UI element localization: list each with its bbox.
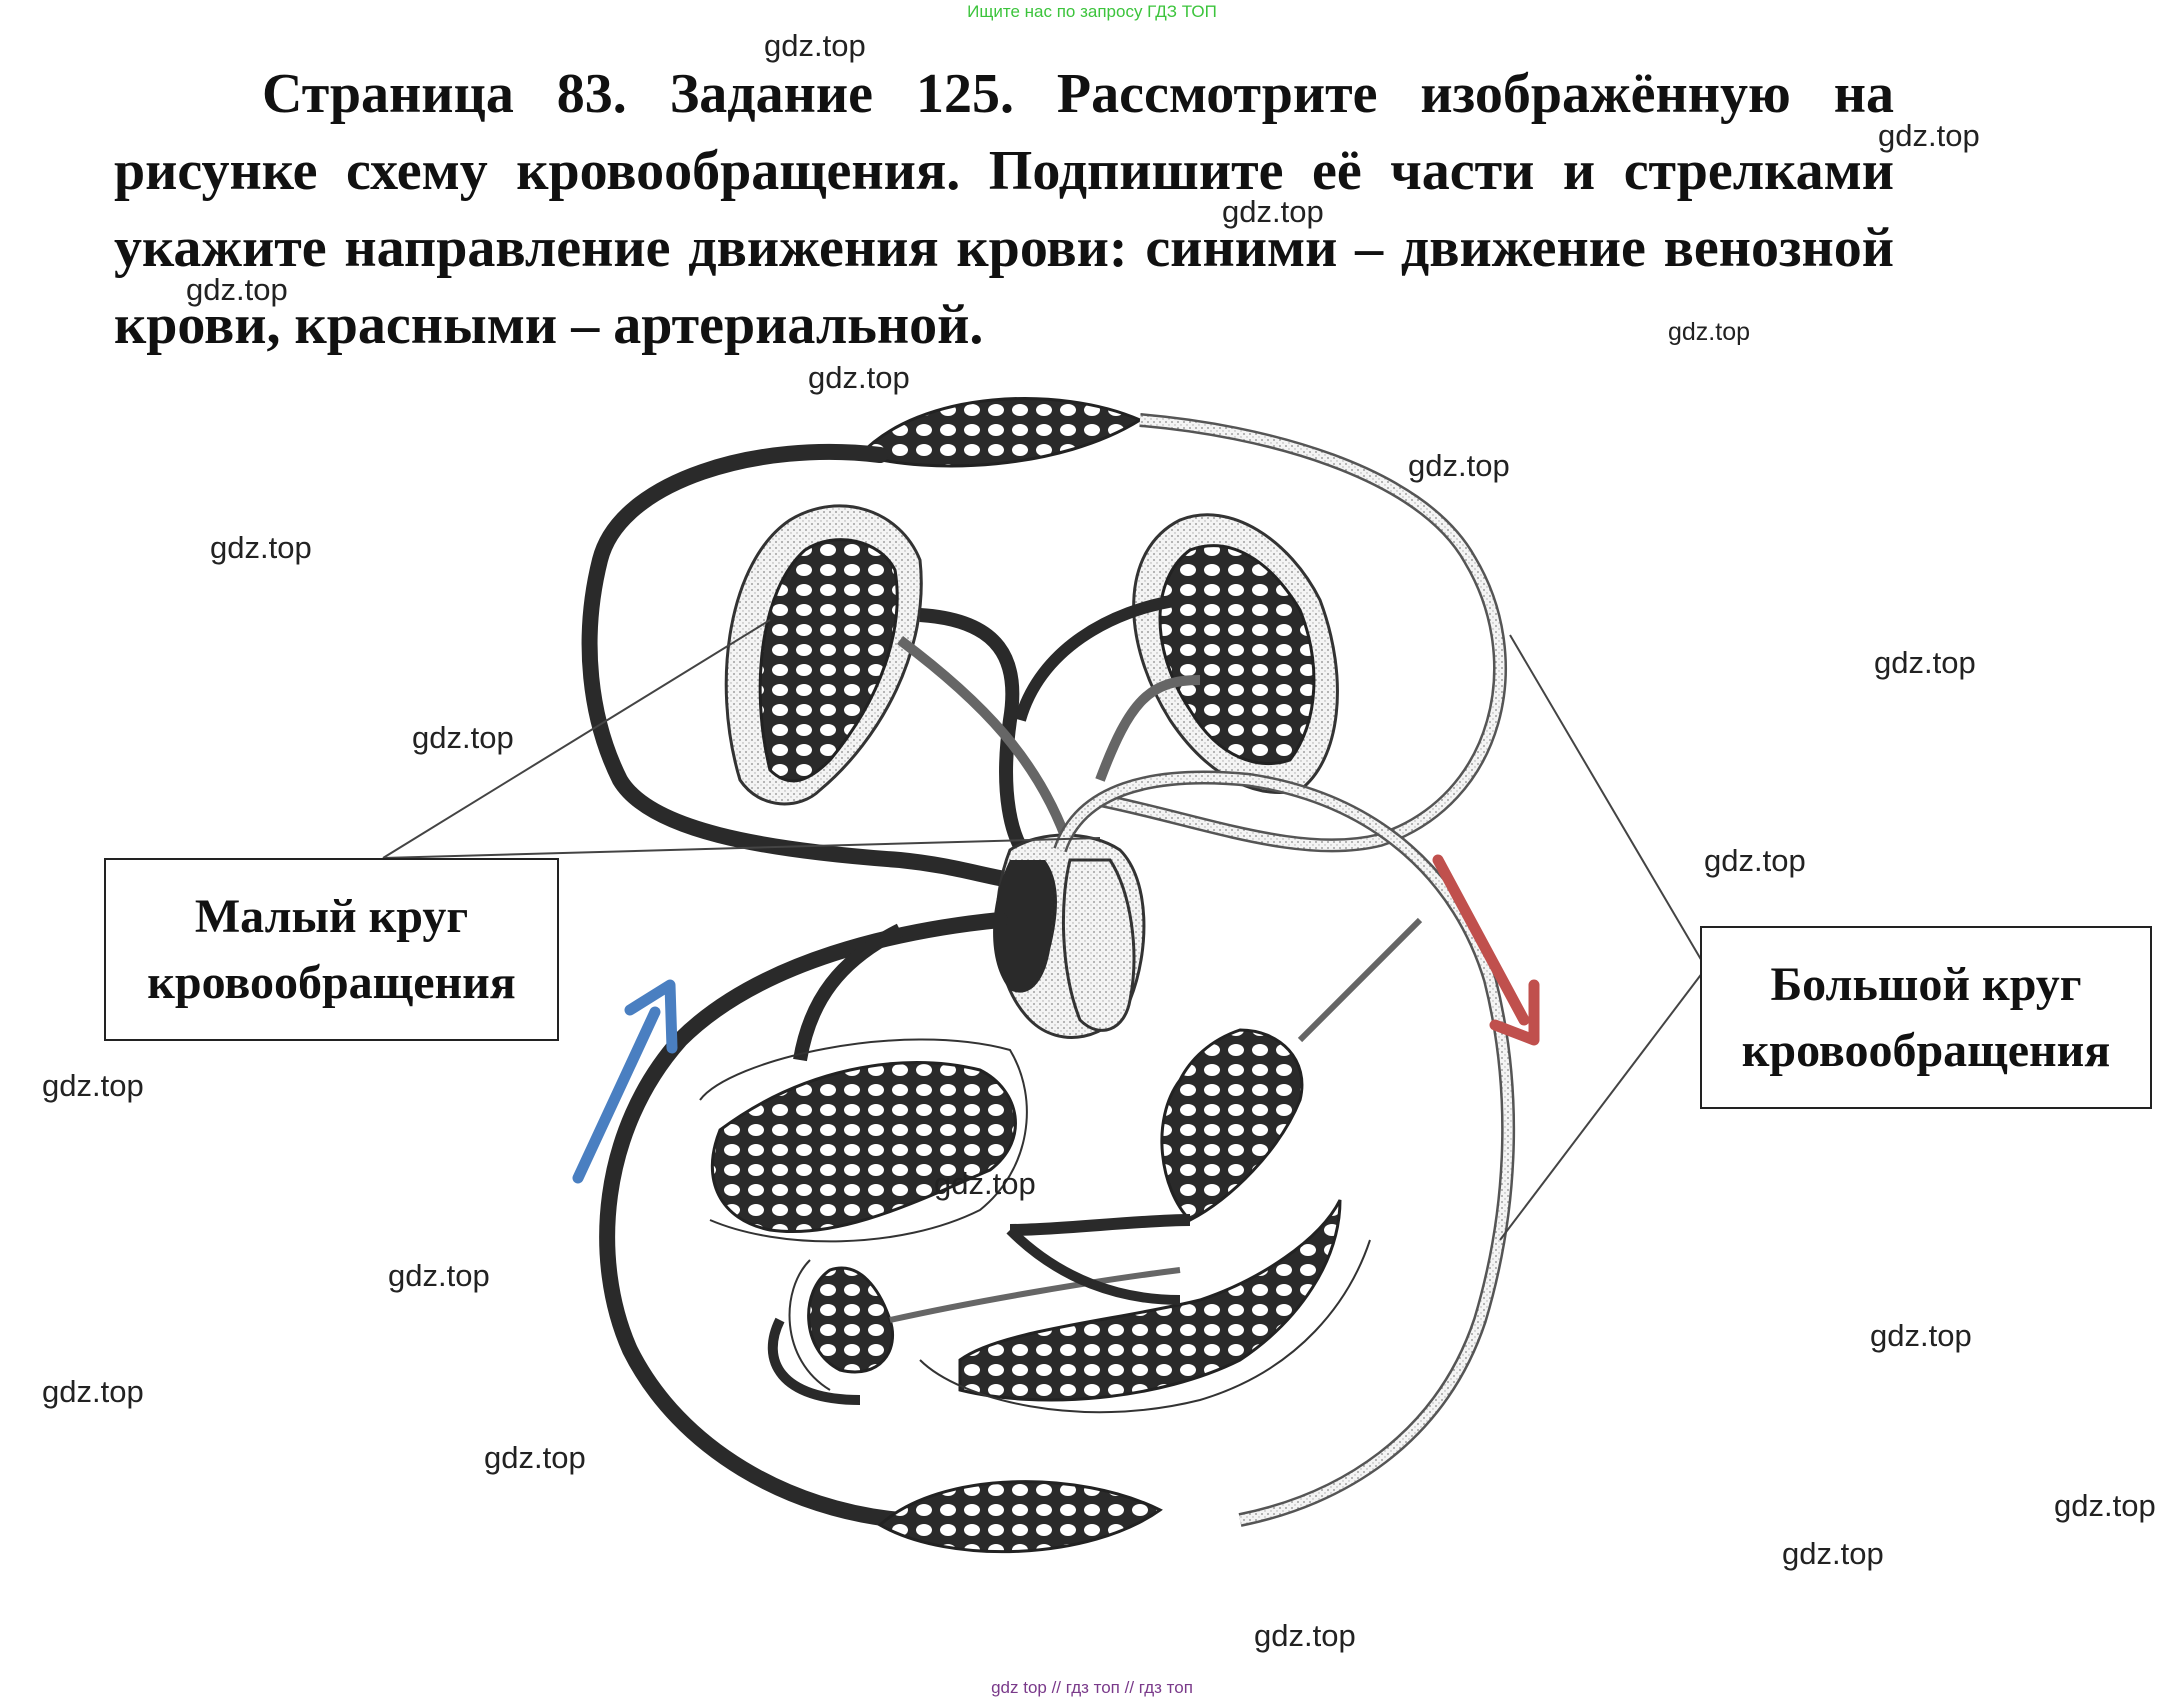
kidney — [767, 1259, 1181, 1405]
watermark: gdz.top — [1668, 318, 1751, 346]
systemic-vein — [599, 912, 1008, 1528]
organ-capillaries — [1009, 917, 1423, 1236]
liver-capillaries — [699, 1038, 1028, 1243]
watermark: gdz.top — [1704, 843, 1806, 878]
left-lung — [724, 504, 923, 806]
watermark: gdz.top — [2054, 1488, 2156, 1523]
head-capillaries — [857, 396, 1144, 468]
large-circle-label: Большой круг кровообращения — [1700, 926, 2152, 1109]
watermark: gdz.top — [1782, 1536, 1884, 1571]
watermark: gdz.top — [42, 1374, 144, 1409]
right-lung — [1132, 513, 1339, 794]
watermark: gdz.top — [388, 1258, 490, 1293]
red-arrow — [1432, 854, 1540, 1046]
watermark: gdz.top — [764, 28, 866, 63]
intestine-capillaries — [919, 1199, 1371, 1414]
watermark: gdz.top — [808, 360, 910, 395]
watermark: gdz.top — [1874, 645, 1976, 680]
large-circle-label-text: Большой круг кровообращения — [1741, 957, 2111, 1077]
left-venous-trunk — [581, 443, 1018, 888]
bottom-banner[interactable]: gdz top // гдз топ // гдз топ — [991, 1678, 1193, 1697]
watermark: gdz.top — [1222, 194, 1324, 229]
watermark: gdz.top — [484, 1440, 586, 1475]
watermark: gdz.top — [1254, 1618, 1356, 1653]
blue-arrow — [572, 979, 678, 1184]
heart — [993, 833, 1146, 1039]
pulmonary-vein — [919, 608, 1036, 865]
lower-capillaries — [877, 1480, 1163, 1554]
watermark: gdz.top — [42, 1068, 144, 1103]
watermark: gdz.top — [186, 272, 288, 307]
task-text: Страница 83. Задание 125. Рассмотрите из… — [114, 63, 1894, 356]
top-banner[interactable]: Ищите нас по запросу ГДЗ ТОП — [967, 2, 1217, 21]
pulmonary-artery — [896, 636, 1075, 852]
small-circle-label: Малый круг кровообращения — [104, 858, 559, 1041]
watermark: gdz.top — [934, 1166, 1036, 1201]
leader-lines — [382, 619, 1707, 1241]
watermark: gdz.top — [210, 530, 312, 565]
watermark: gdz.top — [412, 720, 514, 755]
small-circle-label-text: Малый круг кровообращения — [147, 889, 516, 1009]
watermark: gdz.top — [1878, 118, 1980, 153]
watermark: gdz.top — [1408, 448, 1510, 483]
watermark: gdz.top — [1870, 1318, 1972, 1353]
